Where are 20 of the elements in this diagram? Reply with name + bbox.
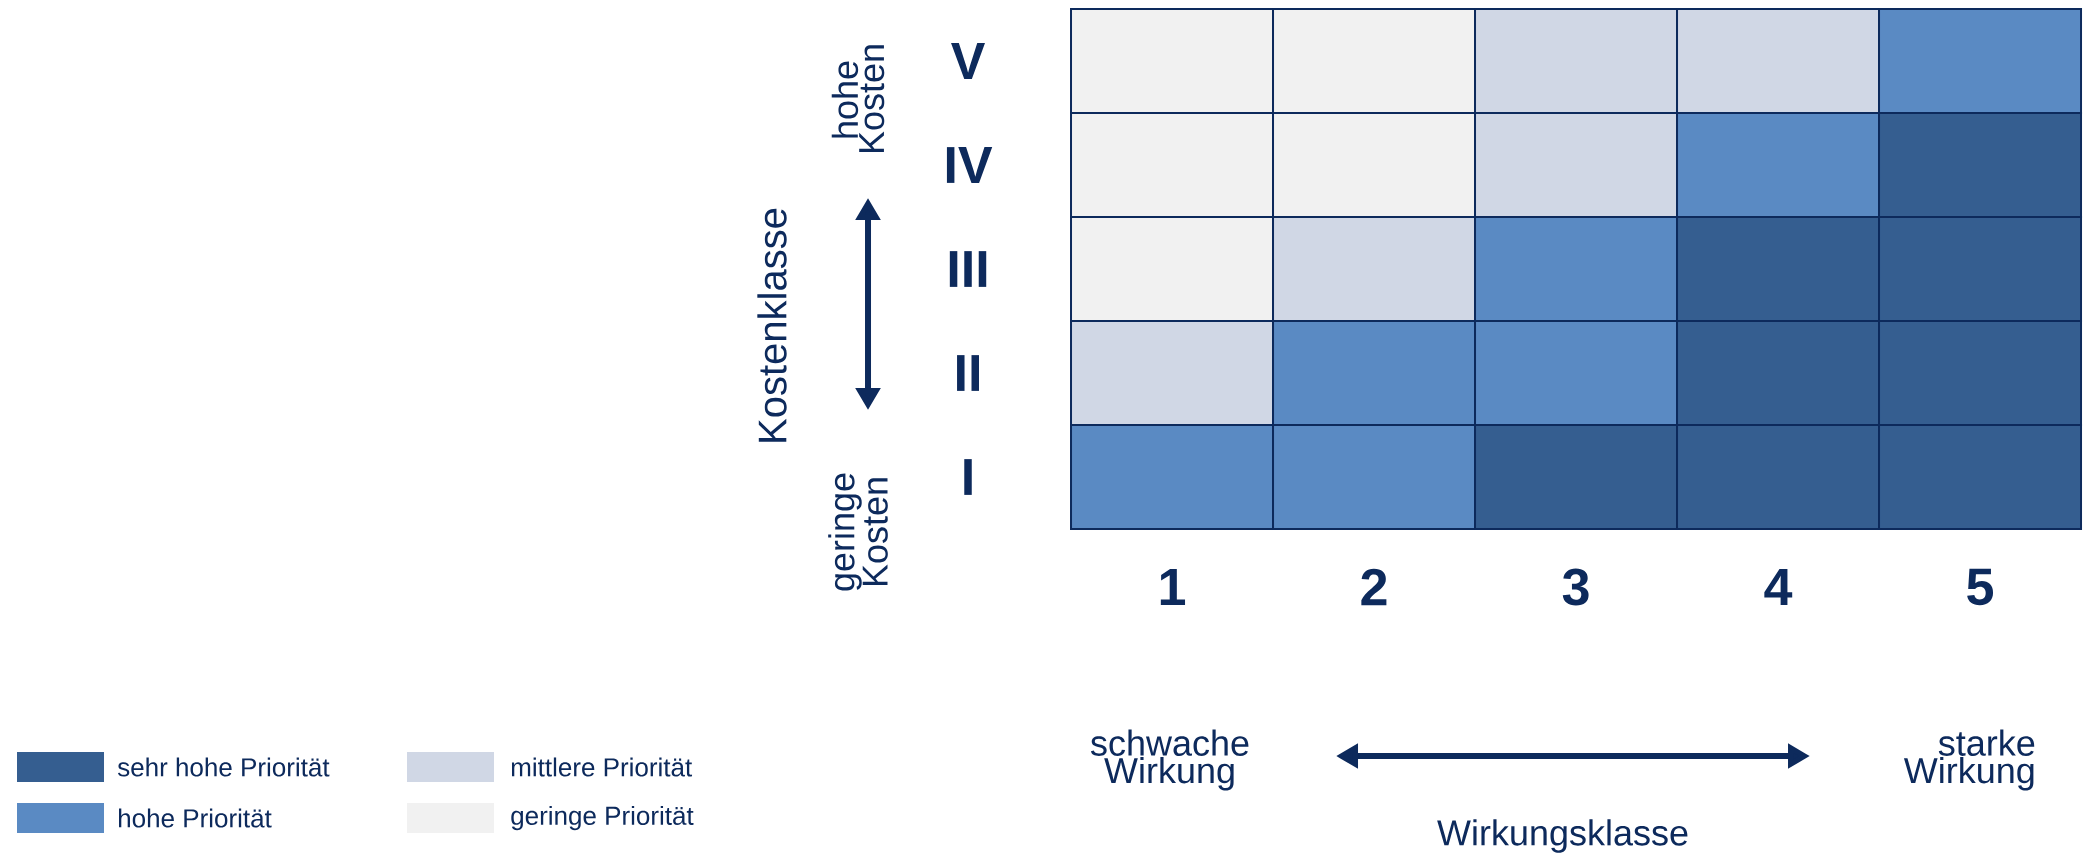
column-number: 4	[1764, 569, 1793, 605]
row-number: II	[957, 355, 979, 391]
axis-title: Kostenklasse	[757, 208, 787, 442]
column-number: 3	[1562, 568, 1589, 606]
row-number: IV	[946, 147, 993, 183]
axis-label: hohe Kosten	[831, 45, 885, 153]
column-number: 2	[1361, 568, 1387, 606]
axis-label: starke Wirkung	[1903, 729, 2035, 791]
legend-label: sehr hohe Priorität	[117, 757, 330, 777]
row-number: I	[964, 459, 972, 495]
column-number: 1	[1160, 569, 1186, 605]
legend-label: mittlere Priorität	[511, 757, 692, 777]
legend-label: hohe Priorität	[119, 808, 272, 828]
axis-title: Wirkungsklasse	[1437, 819, 1688, 853]
row-number: III	[949, 251, 987, 287]
axis-label: geringe Kosten	[828, 473, 888, 591]
row-number: V	[951, 43, 985, 79]
legend-label: geringe Priorität	[511, 805, 694, 831]
column-number: 5	[1967, 568, 1994, 606]
axis-label: schwache Wirkung	[1091, 729, 1249, 791]
